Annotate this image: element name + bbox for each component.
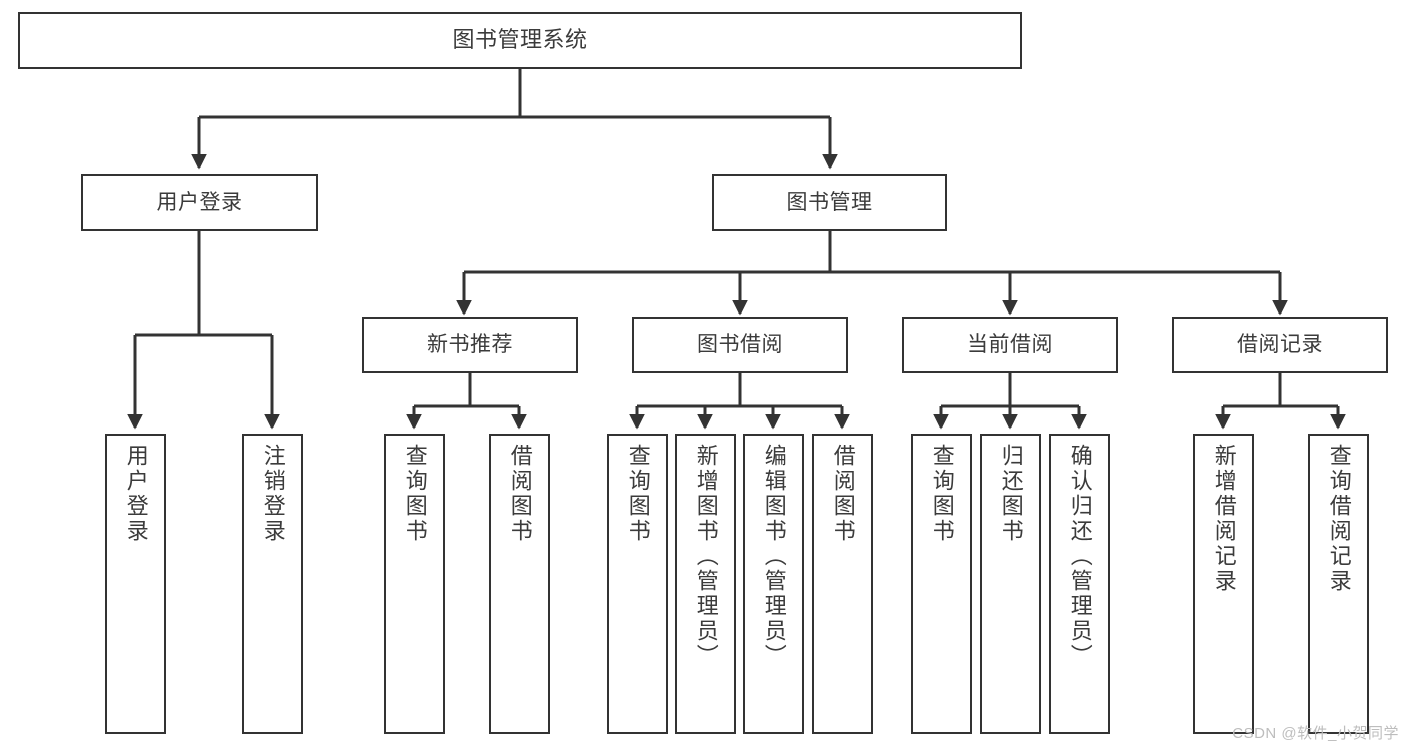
leaf-book-borrow-borrow[interactable]: 借阅图书 [812,434,873,734]
node-root-system[interactable]: 图书管理系统 [18,12,1022,69]
node-user-login[interactable]: 用户登录 [81,174,318,231]
leaf-book-borrow-query[interactable]: 查询图书 [607,434,668,734]
node-current-borrow[interactable]: 当前借阅 [902,317,1118,373]
node-label: 注销登录 [260,444,286,544]
node-book-borrow[interactable]: 图书借阅 [632,317,848,373]
leaf-new-book-query[interactable]: 查询图书 [384,434,445,734]
leaf-new-book-borrow[interactable]: 借阅图书 [489,434,550,734]
leaf-current-borrow-return[interactable]: 归还图书 [980,434,1041,734]
node-label: 查询图书 [625,444,651,544]
node-label: 新增图书（管理员） [693,444,719,669]
node-label: 借阅图书 [830,444,856,544]
node-new-book-recommend[interactable]: 新书推荐 [362,317,578,373]
leaf-book-borrow-edit[interactable]: 编辑图书（管理员） [743,434,804,734]
leaf-current-borrow-confirm-return[interactable]: 确认归还（管理员） [1049,434,1110,734]
leaf-borrow-record-add[interactable]: 新增借阅记录 [1193,434,1254,734]
node-label: 当前借阅 [967,333,1053,357]
node-book-management[interactable]: 图书管理 [712,174,947,231]
leaf-current-borrow-query[interactable]: 查询图书 [911,434,972,734]
node-label: 用户登录 [123,444,149,544]
node-borrow-record[interactable]: 借阅记录 [1172,317,1388,373]
node-label: 图书管理系统 [452,27,588,53]
node-label: 图书借阅 [697,333,783,357]
leaf-user-login-login[interactable]: 用户登录 [105,434,166,734]
node-label: 新书推荐 [427,333,513,357]
node-label: 借阅记录 [1237,333,1323,357]
leaf-borrow-record-query[interactable]: 查询借阅记录 [1308,434,1369,734]
node-label: 编辑图书（管理员） [761,444,787,669]
node-label: 用户登录 [156,190,243,214]
node-label: 新增借阅记录 [1211,444,1237,594]
leaf-book-borrow-add[interactable]: 新增图书（管理员） [675,434,736,734]
node-label: 查询图书 [929,444,955,544]
node-label: 图书管理 [786,190,873,214]
node-label: 查询图书 [402,444,428,544]
node-label: 查询借阅记录 [1326,444,1352,594]
leaf-user-login-logout[interactable]: 注销登录 [242,434,303,734]
node-label: 归还图书 [998,444,1024,544]
csdn-watermark: CSDN @软件_小贺同学 [1232,725,1399,742]
node-label: 确认归还（管理员） [1067,444,1093,669]
node-label: 借阅图书 [507,444,533,544]
